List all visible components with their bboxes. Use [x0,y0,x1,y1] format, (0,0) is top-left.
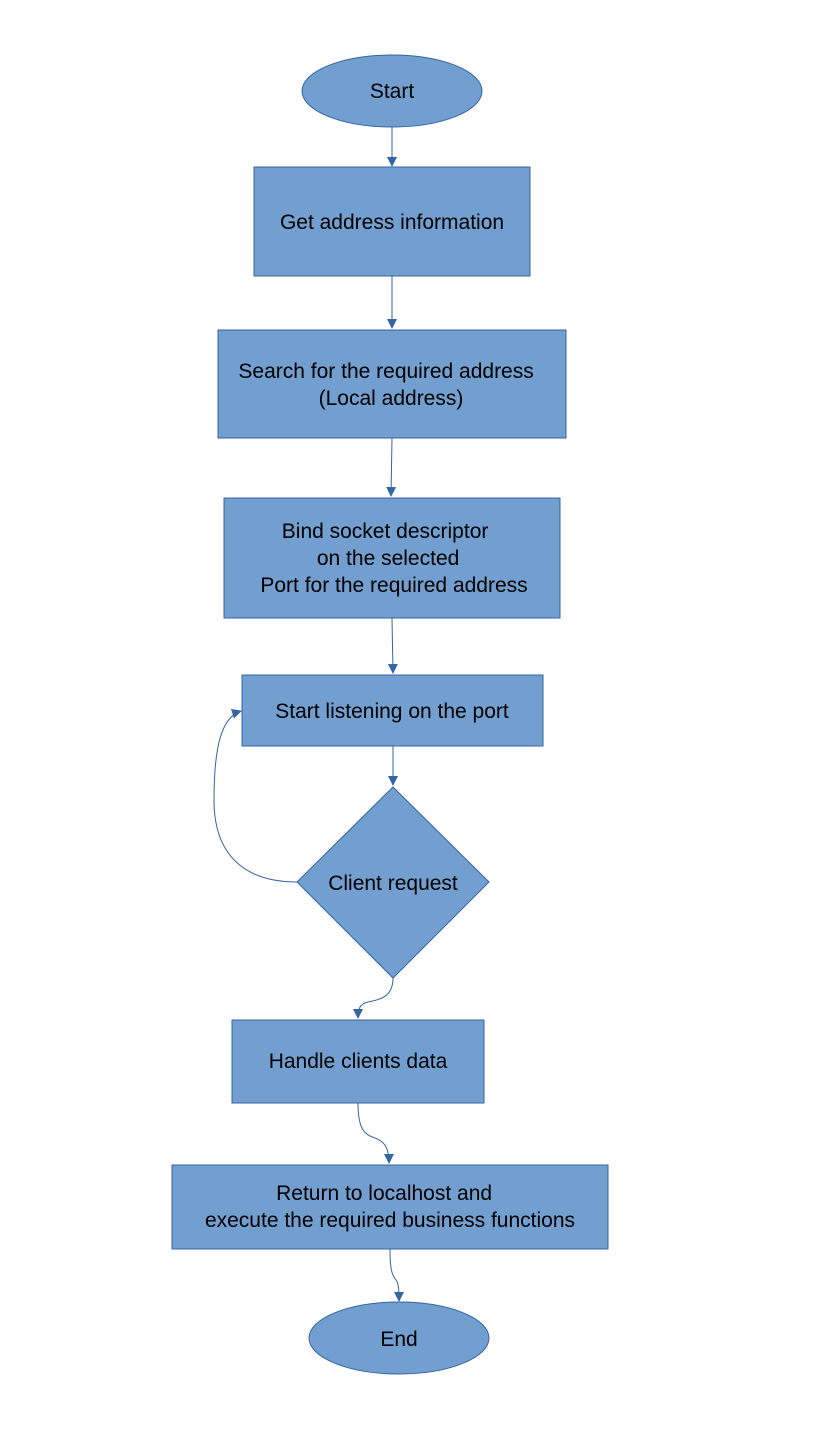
handle-data-label-line: Handle clients data [269,1050,448,1073]
start-terminal [301,54,483,128]
bind-socket-box [223,497,561,619]
node-start: Start [301,54,483,128]
client-request-diamond [296,786,490,979]
edge-bind-to-listening [387,617,398,674]
end-label-line: End [380,1328,417,1351]
start-listening-label-line: Start listening on the port [275,700,509,723]
edge-handle-to-return [357,1102,394,1164]
bind-socket-label-line-3: Port for the required address [260,574,527,597]
edge-search-to-bind [386,437,397,497]
handle-data-box [231,1019,485,1104]
start-label: Start [370,80,415,103]
node-get-address: Get address information [253,166,531,277]
client-request-label-line: Client request [328,872,458,895]
bind-socket-label-line-1: Bind socket descriptor [282,520,489,543]
start-listening-label: Start listening on the port [275,700,509,723]
get-address-label: Get address information [280,211,504,234]
bind-socket-label-line-2: on the selected [317,547,459,570]
handle-data-label: Handle clients data [269,1050,448,1073]
edge-return-to-end [389,1248,404,1302]
client-request-label: Client request [328,872,458,895]
start-listening-box [241,674,544,747]
node-search-address: Search for the required address (Local a… [217,329,567,439]
return-localhost-box [171,1164,609,1250]
return-localhost-label-line-2: execute the required business functions [205,1209,575,1232]
node-end: End [308,1301,490,1375]
bind-socket-label: Bind socket descriptor on the selected P… [260,520,527,597]
edge-client-request-loop-back [213,708,298,883]
start-label-line: Start [370,80,415,103]
get-address-box [253,166,531,277]
end-label: End [380,1328,417,1351]
search-address-label: Search for the required address (Local a… [238,360,539,410]
return-localhost-label-line-1: Return to localhost and [276,1182,492,1205]
search-address-label-line-2: (Local address) [319,387,464,410]
end-terminal [308,1301,490,1375]
edge-client-request-to-handle [353,977,394,1019]
return-localhost-label: Return to localhost and execute the requ… [205,1182,575,1232]
node-bind-socket: Bind socket descriptor on the selected P… [223,497,561,619]
node-client-request: Client request [296,786,490,979]
search-address-label-line-1: Search for the required address [238,360,533,383]
node-return-localhost: Return to localhost and execute the requ… [171,1164,609,1250]
search-address-box [217,329,567,439]
node-start-listening: Start listening on the port [241,674,544,747]
edges [213,127,404,1302]
get-address-label-line: Get address information [280,211,504,234]
node-handle-data: Handle clients data [231,1019,485,1104]
